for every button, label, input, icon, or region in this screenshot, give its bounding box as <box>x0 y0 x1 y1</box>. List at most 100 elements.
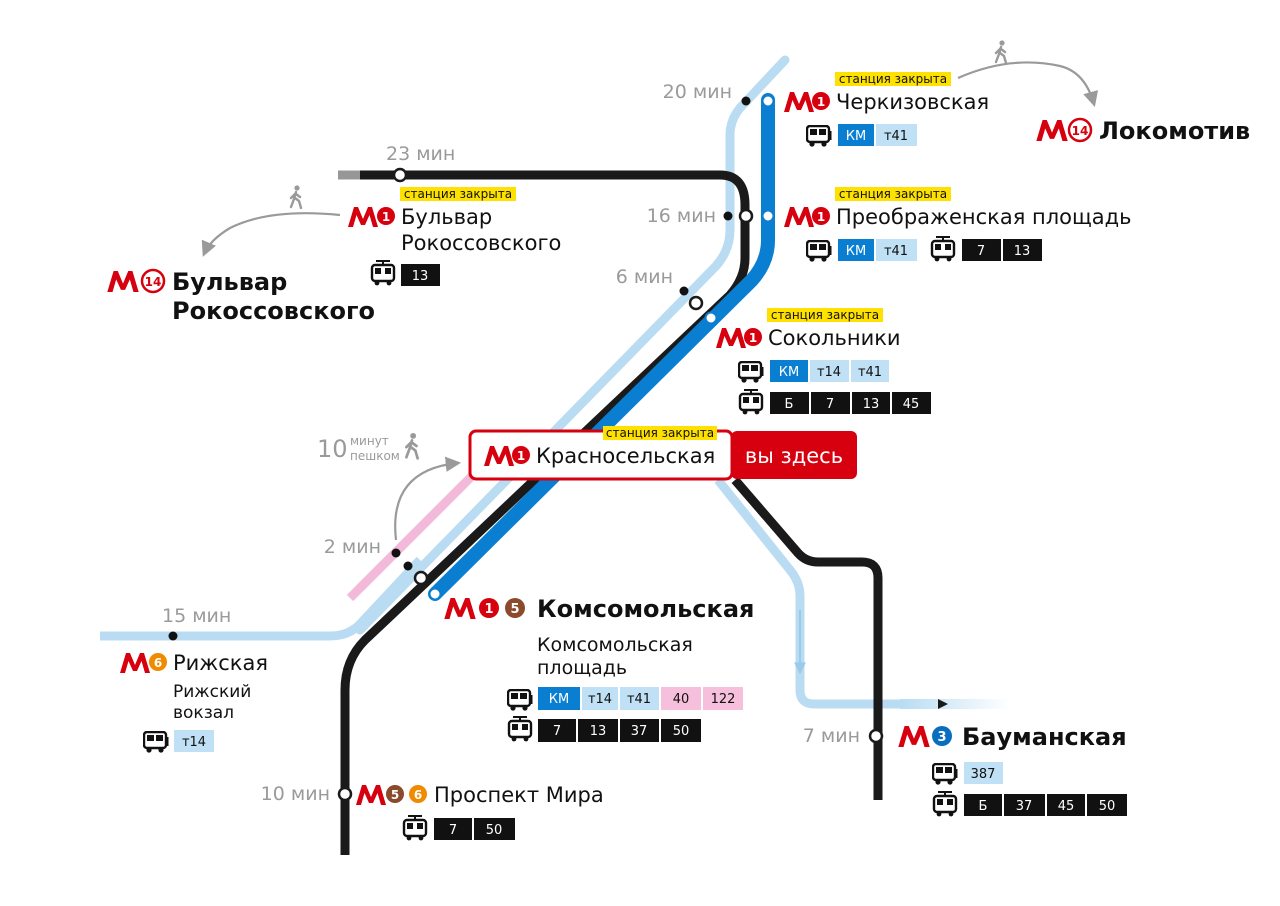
tram-chip-b-label: Б <box>785 397 794 412</box>
tram-chip-b-label: Б <box>979 799 988 814</box>
bus-chip-km <box>838 124 874 146</box>
tram-chip-b <box>964 794 1002 816</box>
bus-chip-t41 <box>851 360 889 382</box>
time-16min: 16 мин <box>647 205 716 227</box>
bus-chip-t14 <box>810 360 849 382</box>
station-sub-line1: Комсомольская <box>537 634 693 656</box>
station-name: Красносельская <box>536 444 715 468</box>
line-badge-1 <box>512 446 530 464</box>
stop-dot-16min-black <box>738 208 754 224</box>
station-name-line2: Рокоссовского <box>401 231 561 255</box>
bus-chip-t41 <box>876 239 917 261</box>
walk-arrow-komsomolskaya <box>394 456 462 541</box>
station-baumanskaya[interactable]: 3 Бауманская 387 Б 37 45 50 <box>898 723 1127 817</box>
walk-arrow-bulvar <box>201 212 341 257</box>
time-20min: 20 мин <box>663 81 732 103</box>
station-komsomolskaya[interactable]: 1 5 Комсомольская Комсомольская площадь … <box>444 595 754 742</box>
closed-label: станция закрыта <box>839 72 947 86</box>
tram-chip-50 <box>661 719 701 742</box>
tram-chip-7-label: 7 <box>977 244 985 259</box>
tram-chip-50 <box>1087 794 1127 816</box>
route-pink <box>346 466 482 602</box>
stop-dot-komsomolskaya <box>428 587 442 601</box>
metro-logo-icon <box>356 785 386 805</box>
line-number-1: 1 <box>749 331 757 345</box>
route-lightblue-north <box>355 55 790 635</box>
closed-label: станция закрыта <box>404 187 512 201</box>
tram-chip-45 <box>892 392 931 414</box>
station-name: Локомотив <box>1099 117 1250 145</box>
line-number-5: 5 <box>510 602 519 617</box>
line-badge-1 <box>479 598 499 618</box>
bus-chip-122 <box>703 687 743 710</box>
bus-chip-t41-label: т41 <box>627 692 651 707</box>
you-are-here-label: вы здесь <box>745 444 843 468</box>
station-bulvar-rokossovskogo-14[interactable]: 14 Бульвар Рокоссовского <box>107 268 375 325</box>
station-bulvar-rokossovskogo-1[interactable]: станция закрыта 1 Бульвар Рокоссовского … <box>348 187 561 286</box>
bus-chip-387 <box>964 762 1003 784</box>
stop-dot-sokolniki <box>704 311 718 325</box>
stop-dot-20min <box>741 96 751 106</box>
bus-icon <box>932 763 958 785</box>
bus-chip-t14 <box>582 687 618 710</box>
closed-badge <box>835 187 951 201</box>
metro-logo-icon <box>898 726 930 747</box>
station-name: Рижская <box>173 651 268 675</box>
station-name: Преображенская площадь <box>836 205 1132 229</box>
metro-logo-icon <box>120 653 150 673</box>
metro-logo-icon <box>784 92 814 112</box>
closed-label: станция закрыта <box>771 308 879 322</box>
line-number-14: 14 <box>1072 124 1089 138</box>
route-lightblue-west <box>100 556 424 641</box>
line-badge-3 <box>932 726 952 746</box>
metro-logo-icon <box>348 207 378 227</box>
station-sokolniki[interactable]: станция закрыта 1 Сокольники КМ т14 т41 … <box>716 308 931 415</box>
station-preobrazhenskaya[interactable]: станция закрыта 1 Преображенская площадь… <box>784 187 1132 262</box>
stop-dot-16min <box>723 211 733 221</box>
station-name: Черкизовская <box>836 90 989 114</box>
station-cherkizovskaya[interactable]: станция закрыта 1 Черкизовская КМ т41 <box>784 72 989 147</box>
stop-dot-baumanskaya <box>868 728 884 744</box>
station-name-line1: Бульвар <box>172 268 287 296</box>
line-badge-1 <box>744 328 762 346</box>
station-prospekt-mira[interactable]: 5 6 Проспект Мира 7 50 <box>356 783 604 841</box>
stop-dot-komsomolskaya-black <box>413 570 429 586</box>
bus-chip-t41-label: т41 <box>884 244 908 259</box>
bus-chip-40 <box>661 687 701 710</box>
time-15min: 15 мин <box>162 605 231 627</box>
stop-dot-15min <box>168 631 178 641</box>
tram-chip-13 <box>578 719 618 742</box>
current-station-krasnoselskaya[interactable]: вы здесь станция закрыта 1 Красносельска… <box>468 426 857 481</box>
tram-chip-7-label: 7 <box>826 397 834 412</box>
tram-chip-13 <box>1003 239 1042 261</box>
time-6min: 6 мин <box>616 266 673 288</box>
stop-dot-cherkizovskaya <box>761 94 775 108</box>
closed-badge <box>603 426 717 440</box>
closed-badge <box>767 308 883 322</box>
line-number-3: 3 <box>937 730 946 745</box>
tram-chip-50-label: 50 <box>1099 799 1116 814</box>
bus-chip-km <box>538 687 580 710</box>
station-name-line1: Бульвар <box>401 205 492 229</box>
station-name-line2: Рокоссовского <box>172 297 375 325</box>
bus-chip-km <box>838 239 874 261</box>
line-number-1: 1 <box>817 210 825 224</box>
station-name: Сокольники <box>768 326 901 350</box>
tram-chip-50-label: 50 <box>673 724 690 739</box>
bus-chip-40-label: 40 <box>673 692 690 707</box>
line-number-1: 1 <box>484 602 493 617</box>
station-lokomotiv[interactable]: 14 Локомотив <box>1036 117 1250 145</box>
station-sub-line2: вокзал <box>173 703 234 723</box>
tram-chip-13-label: 13 <box>1014 244 1031 259</box>
station-rizhskaya[interactable]: 6 Рижская Рижский вокзал т14 <box>120 651 268 753</box>
station-name: Бауманская <box>962 723 1127 751</box>
walk-komsomolskaya: 10 минут пешком <box>317 432 462 541</box>
stop-dot-6min-black <box>688 295 704 311</box>
bus-icon <box>806 125 832 147</box>
line-badge-1 <box>812 207 830 225</box>
bus-chip-t14-label: т14 <box>817 365 841 380</box>
tram-chip-7 <box>962 239 1001 261</box>
line-badge-6 <box>409 785 427 803</box>
line-number-1: 1 <box>517 449 525 463</box>
tram-chip-b <box>770 392 809 414</box>
